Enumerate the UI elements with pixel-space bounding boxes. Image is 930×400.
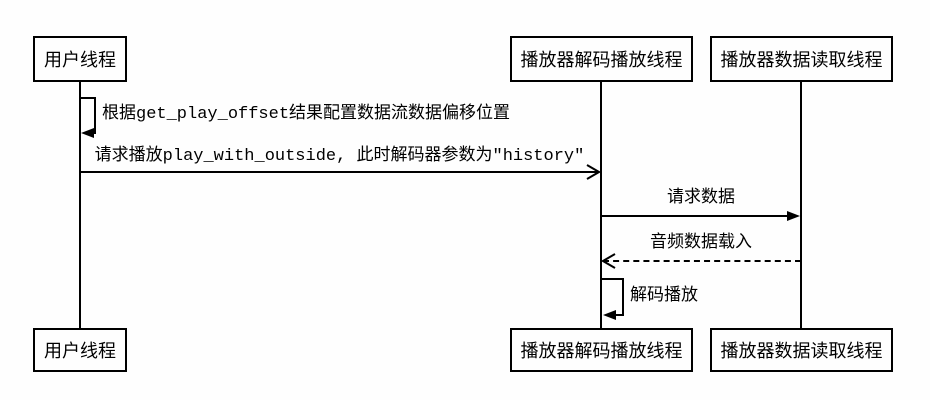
filled-arrowhead-left-icon bbox=[81, 128, 94, 138]
message-label: 音频数据载入 bbox=[650, 234, 752, 253]
participant-label: 用户线程 bbox=[44, 341, 116, 362]
participant-label: 播放器解码播放线程 bbox=[520, 50, 683, 71]
lifeline-user bbox=[79, 82, 81, 328]
participant-box-reader-top: 播放器数据读取线程 bbox=[710, 36, 893, 82]
message-label: 请求数据 bbox=[667, 189, 735, 208]
participant-box-user-top: 用户线程 bbox=[33, 36, 127, 82]
participant-label: 播放器数据读取线程 bbox=[720, 50, 883, 71]
open-arrowhead-right-icon bbox=[586, 164, 600, 180]
open-arrowhead-left-icon bbox=[602, 253, 616, 269]
self-message-side-line bbox=[622, 278, 624, 316]
participant-box-decoder-top: 播放器解码播放线程 bbox=[510, 36, 693, 82]
participant-box-reader-bottom: 播放器数据读取线程 bbox=[710, 328, 893, 372]
lifeline-reader bbox=[800, 82, 802, 328]
self-message-top-line bbox=[80, 97, 96, 99]
self-message-top-line bbox=[602, 278, 624, 280]
participant-label: 播放器解码播放线程 bbox=[520, 341, 683, 362]
message-line bbox=[80, 171, 598, 173]
participant-label: 用户线程 bbox=[44, 50, 116, 71]
filled-arrowhead-right-icon bbox=[787, 211, 800, 221]
lifeline-decoder bbox=[600, 82, 602, 328]
message-label: 请求播放play_with_outside, 此时解码器参数为"history" bbox=[94, 147, 585, 166]
message-dashed-line bbox=[603, 260, 801, 262]
message-line bbox=[602, 215, 788, 217]
message-label: 根据get_play_offset结果配置数据流数据偏移位置 bbox=[102, 105, 511, 124]
participant-box-user-bottom: 用户线程 bbox=[33, 328, 127, 372]
self-message-side-line bbox=[94, 97, 96, 134]
self-message-bottom-line bbox=[612, 314, 624, 316]
participant-box-decoder-bottom: 播放器解码播放线程 bbox=[510, 328, 693, 372]
filled-arrowhead-left-icon bbox=[603, 310, 616, 320]
participant-label: 播放器数据读取线程 bbox=[720, 341, 883, 362]
message-label: 解码播放 bbox=[630, 287, 698, 306]
